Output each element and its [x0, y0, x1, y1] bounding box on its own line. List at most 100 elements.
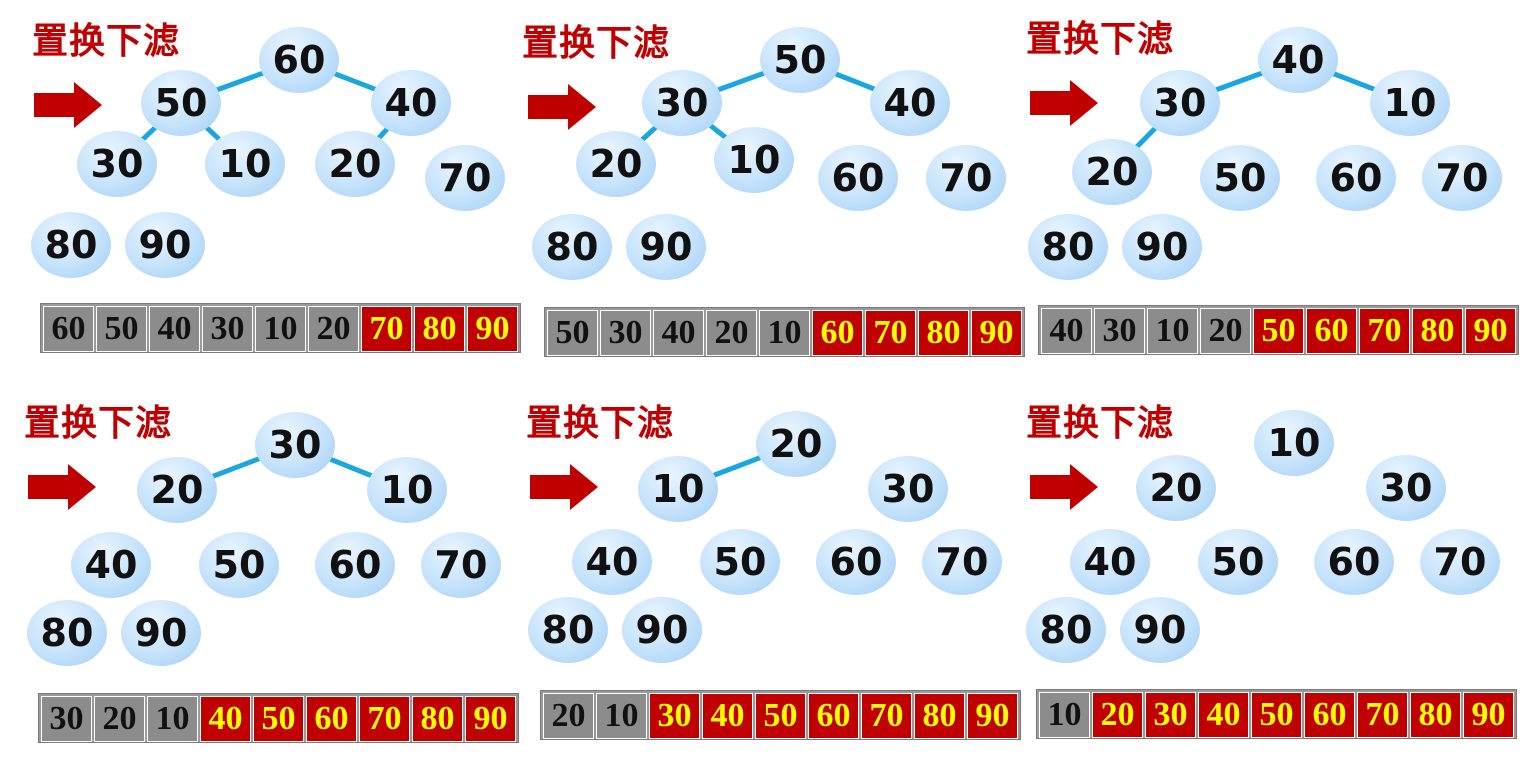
tree-node: 40	[870, 70, 950, 136]
array-cell: 80	[918, 310, 969, 356]
array-cell: 10	[255, 306, 306, 352]
array-cell: 10	[596, 693, 647, 739]
tree-node: 20	[1136, 455, 1216, 521]
panel-title: 置换下滤	[24, 403, 173, 444]
panel-6: 置换下滤 10 20 30 40 50 60 70 80 90 10 20 30…	[1024, 384, 1536, 769]
array-cell: 90	[465, 696, 516, 742]
array-bar: 40 30 10 20 50 60 70 80 90	[1038, 305, 1519, 355]
array-cell: 90	[967, 693, 1018, 739]
array-cell: 50	[1251, 692, 1302, 738]
tree-node: 90	[1122, 214, 1202, 280]
right-arrow-icon	[530, 464, 598, 510]
tree-node: 30	[642, 70, 722, 136]
array-cell: 20	[1092, 692, 1143, 738]
panel-title: 置换下滤	[522, 23, 671, 64]
tree-node: 30	[255, 412, 335, 478]
tree-node: 60	[1316, 145, 1396, 211]
array-cell: 90	[1465, 308, 1516, 354]
array-cell: 20	[543, 693, 594, 739]
array-cell: 20	[1200, 308, 1251, 354]
tree-node: 70	[1422, 145, 1502, 211]
array-bar: 20 10 30 40 50 60 70 80 90	[540, 690, 1021, 740]
array-cell: 40	[1041, 308, 1092, 354]
tree-node: 30	[1140, 70, 1220, 136]
array-bar: 50 30 40 20 10 60 70 80 90	[544, 307, 1025, 357]
array-cell: 30	[1145, 692, 1196, 738]
panel-title: 置换下滤	[1026, 403, 1175, 444]
tree-node: 80	[1026, 597, 1106, 663]
tree-node: 90	[125, 212, 205, 278]
tree-node: 30	[77, 131, 157, 197]
tree-node: 60	[818, 145, 898, 211]
array-cell: 90	[467, 306, 518, 352]
tree-node: 60	[1314, 529, 1394, 595]
tree-node: 70	[926, 145, 1006, 211]
tree-node: 20	[576, 131, 656, 197]
right-arrow-icon	[528, 84, 596, 130]
array-cell: 40	[149, 306, 200, 352]
array-cell: 50	[755, 693, 806, 739]
array-cell: 90	[971, 310, 1022, 356]
tree-node: 50	[700, 529, 780, 595]
tree-node: 30	[1366, 455, 1446, 521]
array-cell: 70	[1357, 692, 1408, 738]
tree-node: 10	[1254, 410, 1334, 476]
right-arrow-icon	[34, 82, 102, 128]
array-cell: 60	[43, 306, 94, 352]
array-cell: 20	[706, 310, 757, 356]
array-cell: 80	[414, 306, 465, 352]
array-cell: 50	[1253, 308, 1304, 354]
tree-node: 40	[572, 529, 652, 595]
array-cell: 80	[412, 696, 463, 742]
panel-4: 置换下滤 30 20 10 40 50 60 70 80 90 30 20 10…	[0, 384, 519, 769]
array-cell: 80	[914, 693, 965, 739]
panel-1: 置换下滤 60 50 40 30 10 20 70 80 90 60 50 40…	[0, 0, 521, 384]
tree-node: 10	[367, 457, 447, 523]
right-arrow-icon	[1030, 464, 1098, 510]
tree-node: 90	[622, 597, 702, 663]
array-cell: 10	[1039, 692, 1090, 738]
array-cell: 40	[653, 310, 704, 356]
tree-node: 80	[532, 214, 612, 280]
array-cell: 10	[759, 310, 810, 356]
tree-node: 10	[638, 456, 718, 522]
tree-node: 50	[760, 27, 840, 93]
array-cell: 60	[1306, 308, 1357, 354]
array-cell: 10	[147, 696, 198, 742]
tree-node: 70	[922, 529, 1002, 595]
panel-2: 置换下滤 50 30 40 20 10 60 70 80 90 50 30 40…	[512, 0, 1025, 384]
array-cell: 50	[253, 696, 304, 742]
panel-3: 置换下滤 40 30 10 20 50 60 70 80 90 40 30 10…	[1024, 0, 1536, 384]
tree-node: 70	[1420, 529, 1500, 595]
array-cell: 10	[1147, 308, 1198, 354]
array-cell: 60	[1304, 692, 1355, 738]
tree-node: 60	[315, 532, 395, 598]
array-cell: 70	[861, 693, 912, 739]
tree-node: 60	[816, 529, 896, 595]
array-cell: 20	[94, 696, 145, 742]
right-arrow-icon	[28, 464, 96, 510]
tree-node: 60	[259, 27, 339, 93]
tree-node: 80	[528, 597, 608, 663]
array-cell: 70	[865, 310, 916, 356]
tree-node: 40	[1258, 27, 1338, 93]
array-cell: 70	[1359, 308, 1410, 354]
array-cell: 20	[308, 306, 359, 352]
array-cell: 30	[1094, 308, 1145, 354]
panel-title: 置换下滤	[1026, 19, 1175, 60]
array-cell: 80	[1412, 308, 1463, 354]
array-cell: 80	[1410, 692, 1461, 738]
tree-node: 50	[141, 70, 221, 136]
tree-node: 40	[371, 70, 451, 136]
tree-node: 30	[868, 456, 948, 522]
panel-title: 置换下滤	[526, 403, 675, 444]
tree-node: 90	[121, 600, 201, 666]
tree-node: 10	[714, 127, 794, 193]
tree-node: 50	[1200, 145, 1280, 211]
tree-node: 20	[1072, 139, 1152, 205]
array-cell: 60	[306, 696, 357, 742]
array-bar: 10 20 30 40 50 60 70 80 90	[1036, 689, 1517, 739]
tree-node: 40	[71, 532, 151, 598]
tree-node: 70	[425, 145, 505, 211]
array-cell: 30	[600, 310, 651, 356]
